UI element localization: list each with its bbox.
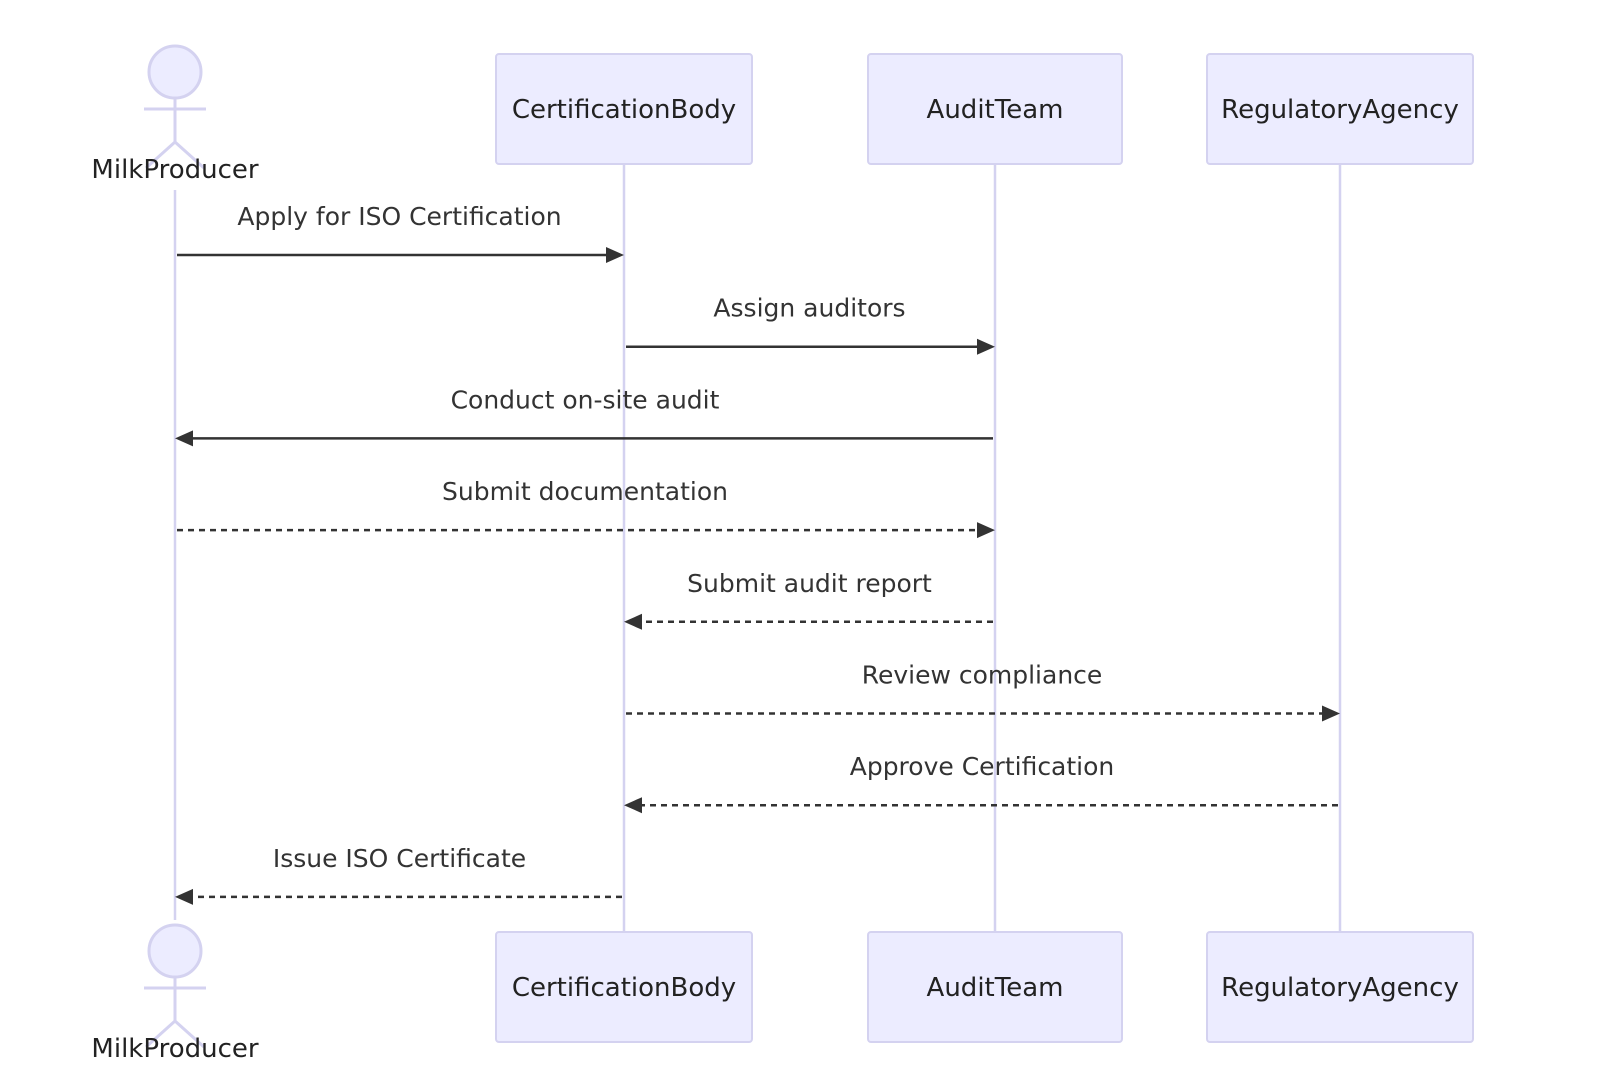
message-8: Issue ISO Certificate bbox=[175, 844, 622, 905]
message-6: Review compliance bbox=[626, 661, 1340, 722]
message-4: Submit documentation bbox=[177, 477, 995, 539]
lifelines bbox=[173, 164, 1342, 932]
participant-box bbox=[867, 931, 1123, 1043]
message-label: Submit documentation bbox=[442, 477, 728, 506]
participant-box bbox=[495, 53, 753, 165]
participant-label-milk-producer: MilkProducer bbox=[91, 1034, 258, 1064]
participant-label-regulatory-agency: RegulatoryAgency bbox=[1221, 973, 1459, 1003]
participant-regulatory-agency-bottom: RegulatoryAgency bbox=[1206, 931, 1474, 1043]
message-5: Submit audit report bbox=[624, 569, 993, 630]
message-label: Assign auditors bbox=[713, 294, 905, 323]
actor-leg-right bbox=[173, 1019, 206, 1049]
arrow-head-icon bbox=[1322, 705, 1340, 722]
message-label: Conduct on-site audit bbox=[451, 385, 720, 414]
message-7: Approve Certification bbox=[624, 752, 1338, 814]
participant-audit-team-top: AuditTeam bbox=[867, 53, 1123, 165]
message-label: Apply for ISO Certification bbox=[237, 202, 561, 231]
arrow-head-icon bbox=[624, 613, 642, 630]
participant-label-regulatory-agency: RegulatoryAgency bbox=[1221, 95, 1459, 125]
participant-label-milk-producer: MilkProducer bbox=[91, 155, 258, 185]
message-label: Review compliance bbox=[862, 661, 1103, 690]
participant-box bbox=[867, 53, 1123, 165]
participant-certification-body-bottom: CertificationBody bbox=[495, 931, 753, 1043]
participant-label-audit-team: AuditTeam bbox=[927, 973, 1064, 1003]
arrow-head-icon bbox=[175, 430, 193, 447]
participant-label-audit-team: AuditTeam bbox=[927, 95, 1064, 125]
participant-box bbox=[1206, 931, 1474, 1043]
arrow-head-icon bbox=[624, 797, 642, 814]
message-label: Issue ISO Certificate bbox=[273, 844, 526, 873]
participant-certification-body-top: CertificationBody bbox=[495, 53, 753, 165]
arrow-head-icon bbox=[977, 522, 995, 539]
participant-label-certification-body: CertificationBody bbox=[512, 95, 736, 125]
actor-milk-producer-top: MilkProducer bbox=[91, 44, 259, 185]
message-1: Apply for ISO Certification bbox=[177, 202, 624, 263]
message-label: Approve Certification bbox=[850, 752, 1115, 781]
participant-audit-team-bottom: AuditTeam bbox=[867, 931, 1123, 1043]
actor-head bbox=[147, 44, 203, 100]
participant-box bbox=[1206, 53, 1474, 165]
actor-milk-producer-bottom: MilkProducer bbox=[91, 923, 259, 1064]
arrow-head-icon bbox=[606, 247, 624, 263]
arrow-head-icon bbox=[977, 338, 995, 355]
actor-leg-left bbox=[144, 1019, 177, 1049]
participants-bottom: MilkProducer CertificationBody AuditTeam Re… bbox=[91, 923, 1474, 1064]
participant-label-certification-body: CertificationBody bbox=[512, 973, 736, 1003]
participant-regulatory-agency-top: RegulatoryAgency bbox=[1206, 53, 1474, 165]
message-label: Submit audit report bbox=[687, 569, 932, 598]
arrow-head-icon bbox=[175, 888, 193, 905]
message-3: Conduct on-site audit bbox=[175, 385, 993, 447]
actor-leg-right bbox=[173, 140, 206, 170]
participant-box bbox=[495, 931, 753, 1043]
participants-top: MilkProducer CertificationBody AuditTeam Re… bbox=[91, 44, 1474, 185]
message-2: Assign auditors bbox=[626, 294, 995, 355]
actor-head bbox=[147, 923, 203, 979]
actor-leg-left bbox=[144, 140, 177, 170]
